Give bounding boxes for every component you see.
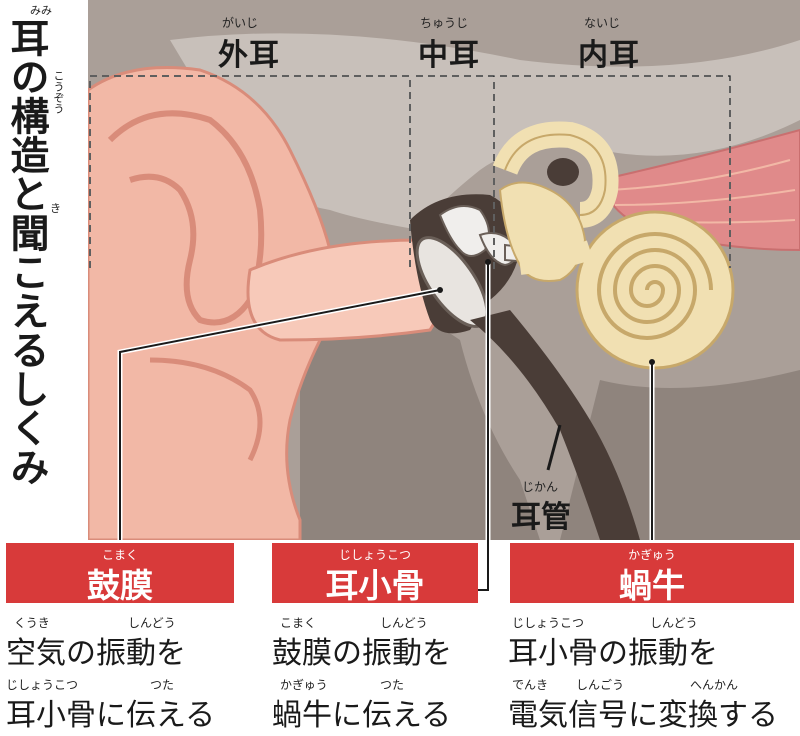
region-label-middle: 中耳 bbox=[418, 38, 480, 73]
ear-canal bbox=[246, 238, 445, 342]
tube-ruby: じかん bbox=[522, 480, 559, 494]
concha-fold bbox=[149, 357, 263, 462]
cochlea-desc-line2: 電気信号に変換する bbox=[508, 698, 778, 733]
eustachian-tube-shape bbox=[470, 310, 640, 540]
eardrum-desc-line2: 耳小骨に伝える bbox=[6, 698, 216, 733]
label-box-ossicles: じしょうこつ 耳小骨 bbox=[272, 543, 478, 605]
eardrum-desc2-ruby-a: じしょうこつ bbox=[6, 678, 79, 692]
cochlea-spiral bbox=[596, 232, 713, 340]
cochlea-desc1-ruby-b: しんどう bbox=[650, 616, 698, 630]
ossicle-malleus bbox=[438, 205, 490, 257]
eustachian-tube-label: 耳管 bbox=[511, 500, 571, 535]
label-box-eardrum: こまく 鼓膜 bbox=[6, 543, 234, 605]
cochlea-label: 蝸牛 bbox=[619, 566, 685, 605]
title-ruby-mimi: みみ bbox=[30, 4, 52, 17]
pinna-fold bbox=[107, 110, 265, 326]
region-ruby-outer: がいじ bbox=[222, 16, 259, 30]
page-title: 耳の構造と聞こえるしくみ bbox=[4, 18, 49, 486]
ossicles-desc-line2: 蝸牛に伝える bbox=[272, 698, 452, 733]
cochlea-desc2-ruby-a: でんき bbox=[512, 678, 549, 692]
bone-lower bbox=[300, 306, 540, 540]
cochlea-desc2-ruby-c: へんかん bbox=[690, 678, 739, 692]
title-ruby-kouzou: こうぞう bbox=[52, 70, 65, 114]
ossicles-desc1-ruby-b: しんどう bbox=[380, 616, 428, 630]
ossicles-desc-line1: 鼓膜の振動を bbox=[272, 636, 452, 671]
ossicles-ruby: じしょうこつ bbox=[338, 548, 411, 562]
region-label-outer: 外耳 bbox=[218, 38, 280, 73]
eardrum-desc-line1: 空気の振動を bbox=[6, 636, 186, 671]
eardrum-label: 鼓膜 bbox=[87, 566, 153, 605]
cochlea-desc-line1: 耳小骨の振動を bbox=[508, 636, 718, 671]
region-ruby-middle: ちゅうじ bbox=[420, 16, 469, 30]
ossicles-desc2-ruby-a: かぎゅう bbox=[280, 678, 328, 692]
ossicles-desc1-ruby-a: こまく bbox=[280, 616, 317, 630]
ossicles-desc2-ruby-b: つた bbox=[380, 678, 405, 692]
region-ruby-inner: ないじ bbox=[584, 16, 621, 30]
tube-pointer bbox=[546, 424, 562, 471]
cochlea-desc1-ruby-a: じしょうこつ bbox=[512, 616, 585, 630]
region-label-inner: 内耳 bbox=[578, 38, 640, 73]
eardrum-desc1-ruby-a: くうき bbox=[14, 616, 50, 630]
ossicles-label: 耳小骨 bbox=[325, 566, 425, 605]
eardrum-desc1-ruby-b: しんどう bbox=[128, 616, 176, 630]
cochlea-ruby: かぎゅう bbox=[628, 548, 676, 562]
eardrum-ruby: こまく bbox=[101, 548, 138, 562]
title-ruby-ki: き bbox=[50, 202, 61, 215]
cochlea-desc2-ruby-b: しんごう bbox=[576, 678, 625, 692]
label-box-cochlea: かぎゅう 蝸牛 bbox=[510, 543, 794, 605]
bone-light bbox=[170, 33, 800, 231]
eardrum-desc2-ruby-b: つた bbox=[150, 678, 175, 692]
